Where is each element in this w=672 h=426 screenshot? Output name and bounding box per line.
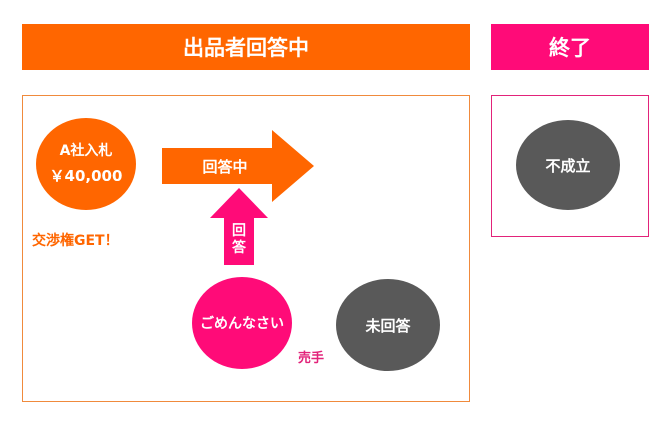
header-finished: 終了 [491, 24, 649, 70]
seller-label: 売手 [298, 351, 325, 366]
answer-arrow-char-1: 回 [232, 223, 246, 239]
header-in-response-label: 出品者回答中 [183, 36, 309, 60]
negotiation-right-label: 交渉権GET！ [32, 233, 119, 249]
header-finished-label: 終了 [549, 36, 591, 60]
unanswered-circle: 未回答 [336, 279, 440, 371]
answer-arrow-label: 回 答 [224, 215, 254, 265]
failed-circle: 不成立 [516, 120, 620, 210]
unanswered-label: 未回答 [365, 316, 411, 335]
up-arrow-shape [210, 188, 268, 265]
bid-amount-label: ￥40,000 [49, 166, 123, 185]
response-phase-frame [22, 95, 470, 402]
answer-arrow-char-2: 答 [232, 240, 246, 256]
finished-phase-frame [491, 95, 649, 237]
answering-arrow-label: 回答中 [202, 157, 248, 176]
sorry-circle: ごめんなさい [192, 277, 292, 369]
bid-circle: A社入札 ￥40,000 [36, 118, 136, 210]
bid-company-label: A社入札 [59, 142, 113, 159]
header-in-response: 出品者回答中 [22, 24, 470, 70]
right-arrow-shape [162, 130, 314, 202]
failed-label: 不成立 [545, 156, 591, 175]
sorry-label: ごめんなさい [200, 316, 284, 332]
